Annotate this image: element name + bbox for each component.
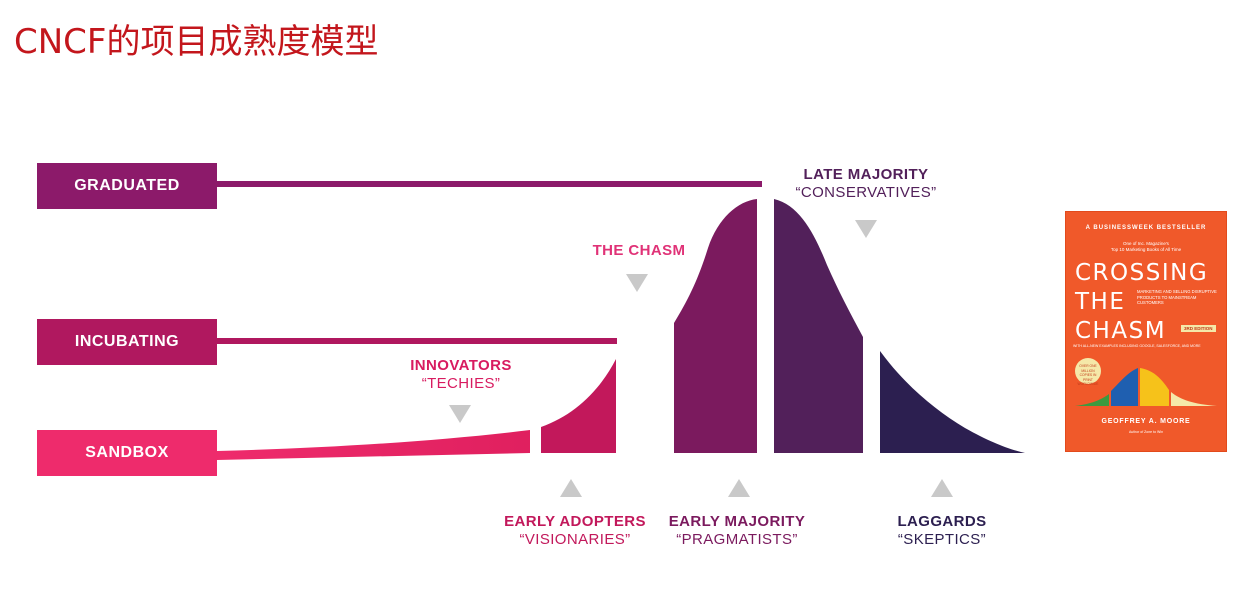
stage-sandbox-label: SANDBOX [85, 444, 169, 461]
early-majority-subtitle: “PRAGMATISTS” [676, 531, 798, 548]
incubating-connector-line [217, 338, 617, 344]
early-majority-pointer-icon [728, 479, 750, 497]
stage-sandbox: SANDBOX [37, 430, 217, 476]
stage-graduated-label: GRADUATED [74, 177, 180, 194]
book-blurb-line-2: Top 10 Marketing Books of All Time [1110, 247, 1182, 252]
chasm-label: THE CHASM [593, 242, 686, 259]
chasm-title: THE CHASM [592, 242, 686, 259]
early-adopters-curve-segment [541, 359, 616, 453]
innovators-pointer-icon [449, 405, 471, 423]
book-top-line: A BUSINESSWEEK BESTSELLER [1085, 225, 1207, 231]
book-title-line-2: THE [1075, 289, 1126, 315]
late-majority-subtitle: “CONSERVATIVES” [795, 184, 937, 201]
book-cover-image: A BUSINESSWEEK BESTSELLER One of Inc. Ma… [1065, 211, 1227, 452]
early-majority-title: EARLY MAJORITY [668, 513, 806, 530]
page-title: CNCF的项目成熟度模型 [14, 22, 379, 62]
book-strip-text: WITH ALL-NEW EXAMPLES INCLUDING GOOGLE, … [1073, 344, 1201, 348]
early-majority-curve-segment [674, 199, 757, 453]
innovators-label: INNOVATORS “TECHIES” [410, 357, 512, 392]
early-majority-label: EARLY MAJORITY “PRAGMATISTS” [669, 513, 805, 548]
early-adopters-label: EARLY ADOPTERS “VISIONARIES” [504, 513, 646, 548]
late-majority-title: LATE MAJORITY [803, 166, 929, 183]
chasm-pointer-icon [626, 274, 648, 292]
stage-incubating: INCUBATING [37, 319, 217, 365]
innovators-curve-segment [217, 430, 530, 460]
stage-incubating-label: INCUBATING [74, 333, 180, 350]
book-author: GEOFFREY A. MOORE [1101, 418, 1191, 425]
early-adopters-subtitle: “VISIONARIES” [519, 531, 631, 548]
book-seal-badge: OVER ONE MILLION COPIES IN PRINT WORLDWI… [1075, 358, 1101, 386]
laggards-pointer-icon [931, 479, 953, 497]
book-bell-curve-graphic [1075, 368, 1217, 406]
book-title-line-3: CHASM [1075, 318, 1167, 344]
early-adopters-title: EARLY ADOPTERS [504, 513, 646, 530]
book-edition-badge: 3RD EDITION [1181, 325, 1216, 332]
book-author-subtitle: Author of Zone to Win [1128, 430, 1164, 434]
late-majority-pointer-icon [855, 220, 877, 238]
late-majority-curve-segment [774, 199, 863, 453]
laggards-curve-segment [880, 351, 1025, 453]
book-blurb: One of Inc. Magazine's Top 10 Marketing … [1065, 241, 1227, 253]
book-blurb-line-1: One of Inc. Magazine's [1123, 241, 1169, 246]
book-title-line-1: CROSSING [1075, 260, 1209, 286]
laggards-label: LAGGARDS “SKEPTICS” [897, 513, 986, 548]
late-majority-label: LATE MAJORITY “CONSERVATIVES” [795, 166, 936, 201]
graduated-connector-line [217, 181, 762, 187]
book-title: CROSSING THE CHASM [1075, 259, 1208, 346]
stage-graduated: GRADUATED [37, 163, 217, 209]
innovators-title: INNOVATORS [410, 357, 512, 374]
innovators-subtitle: “TECHIES” [421, 375, 501, 392]
book-tagline: MARKETING AND SELLING DISRUPTIVE PRODUCT… [1137, 289, 1217, 305]
laggards-title: LAGGARDS [897, 513, 987, 530]
laggards-subtitle: “SKEPTICS” [897, 531, 987, 548]
early-adopters-pointer-icon [560, 479, 582, 497]
